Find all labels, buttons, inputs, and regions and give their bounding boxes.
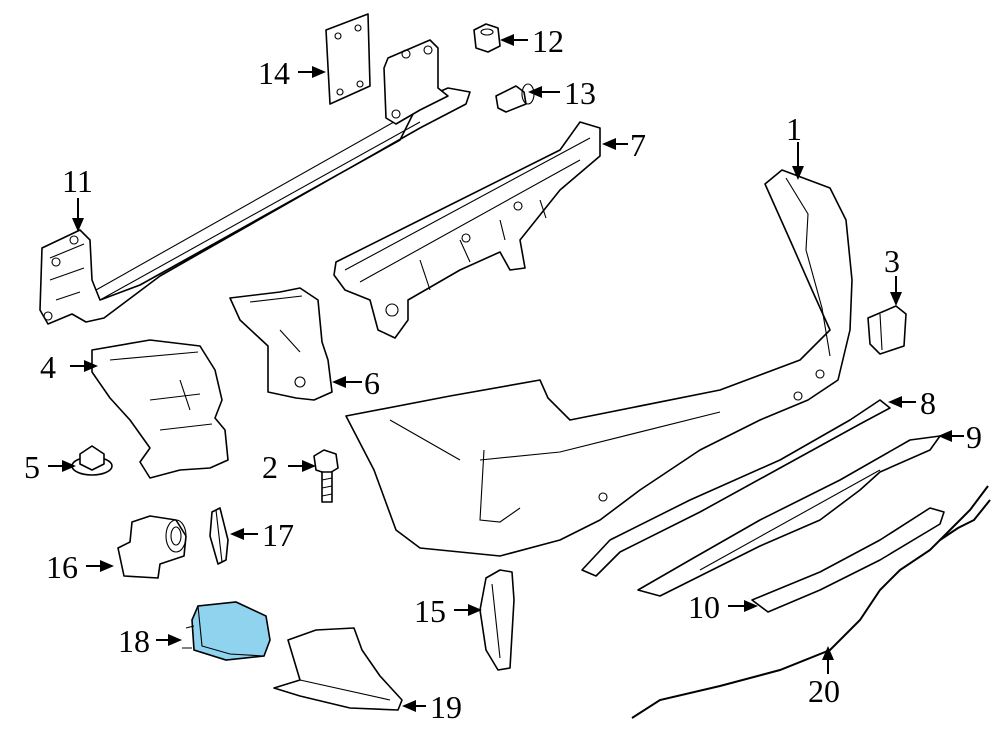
callout-3: 3	[884, 243, 900, 279]
callout-2: 2	[262, 449, 278, 485]
tow-hook-cover	[273, 627, 403, 711]
callout-7: 7	[630, 127, 646, 163]
callout-20: 20	[808, 673, 840, 709]
callout-9: 9	[966, 419, 982, 455]
bolt	[313, 449, 339, 503]
wiring-harness	[631, 485, 991, 719]
callout-19: 19	[430, 689, 462, 725]
park-sensor	[117, 515, 187, 579]
callout-11: 11	[62, 163, 93, 199]
callout-10: 10	[688, 589, 720, 625]
lower-valance	[637, 435, 941, 597]
callout-1: 1	[786, 111, 802, 147]
callout-labels: 1 2 3 4 5 6 7 8 9 10 11 12 13 14 15 16 1…	[24, 23, 982, 725]
bumper-cover	[345, 169, 853, 557]
impact-bar	[39, 39, 471, 325]
callout-17: 17	[262, 517, 294, 553]
callout-15: 15	[414, 593, 446, 629]
callout-16: 16	[46, 549, 78, 585]
diffuser-trim	[751, 507, 945, 613]
flange-nut	[71, 445, 113, 476]
callout-14: 14	[258, 55, 290, 91]
rivet-clip	[495, 83, 535, 113]
pad-plate	[325, 13, 371, 105]
callout-12: 12	[532, 23, 564, 59]
callout-5: 5	[24, 449, 40, 485]
callout-6: 6	[364, 365, 380, 401]
callout-18: 18	[118, 623, 150, 659]
nut	[473, 23, 501, 53]
energy-absorber	[333, 121, 601, 339]
callout-4: 4	[40, 349, 56, 385]
callout-13: 13	[564, 75, 596, 111]
molding-upper	[581, 399, 891, 577]
support-bracket	[229, 287, 333, 401]
sensor-retainer-ring	[209, 507, 229, 565]
leader-lines	[48, 34, 964, 712]
left-side-bracket	[91, 339, 229, 479]
reflector-trim	[479, 569, 515, 671]
callout-8: 8	[920, 385, 936, 421]
side-bracket	[867, 305, 907, 355]
control-module	[182, 601, 271, 661]
